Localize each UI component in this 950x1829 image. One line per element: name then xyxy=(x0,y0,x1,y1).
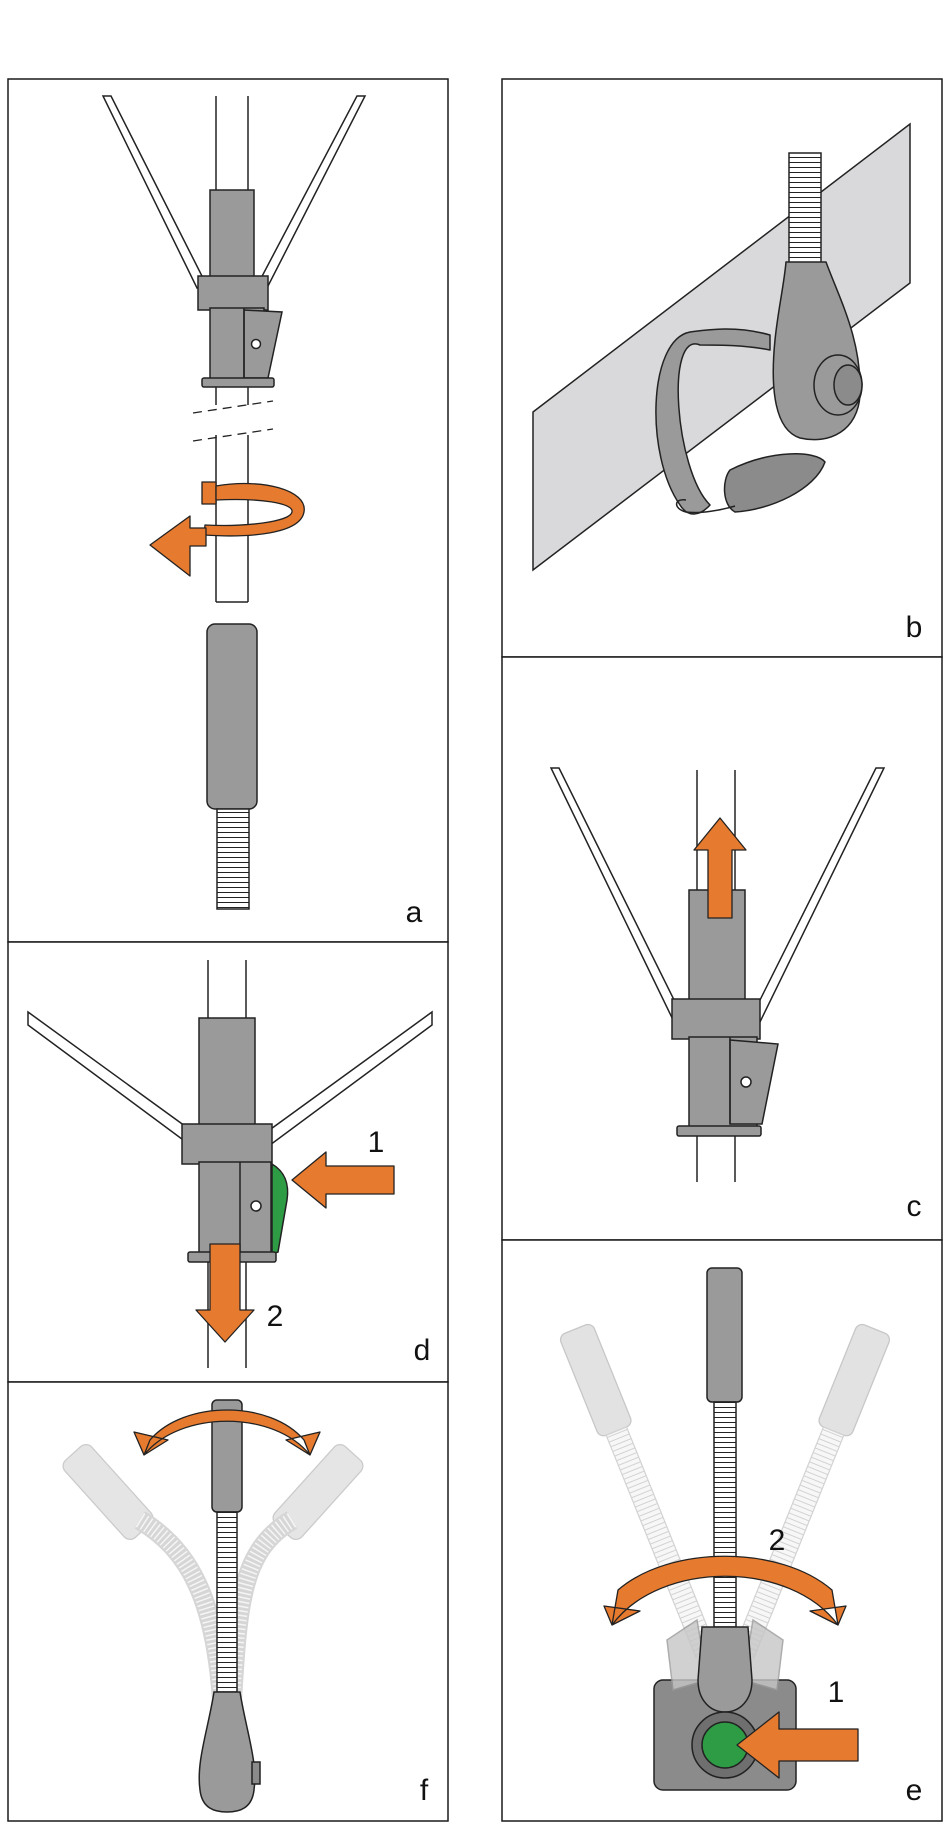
step-label-1: 1 xyxy=(828,1676,845,1709)
panel-f: f xyxy=(8,1382,448,1821)
panel-label-a: a xyxy=(406,896,423,929)
panel-label-c: c xyxy=(907,1190,922,1223)
panel-e: 2 1 e xyxy=(502,1240,942,1821)
arm-spring xyxy=(789,153,821,263)
step-label-1: 1 xyxy=(368,1126,385,1159)
panel-d: 1 2 d xyxy=(8,942,448,1382)
panel-a: a xyxy=(8,79,448,942)
step-label-2: 2 xyxy=(267,1300,284,1333)
panel-c: c xyxy=(502,657,942,1240)
panel-label-b: b xyxy=(906,611,923,644)
panel-label-f: f xyxy=(420,1774,429,1807)
panel-label-d: d xyxy=(414,1334,431,1367)
step-label-2: 2 xyxy=(769,1524,786,1557)
panel-label-e: e xyxy=(906,1774,923,1807)
panel-b: b xyxy=(502,79,942,657)
